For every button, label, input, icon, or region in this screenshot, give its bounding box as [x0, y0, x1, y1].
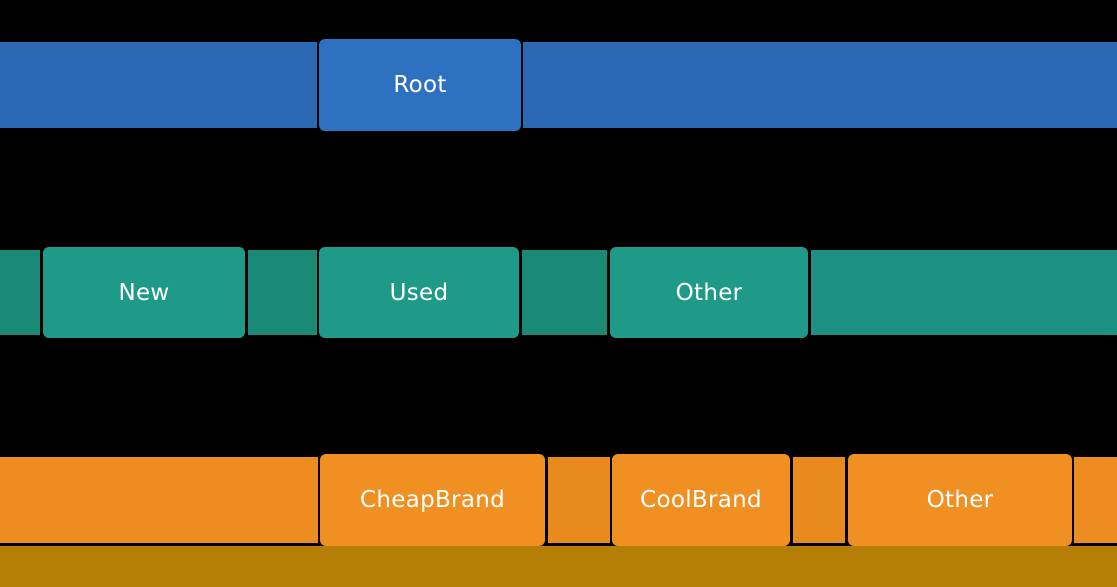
- level1-bar-segment: [0, 250, 40, 335]
- node-label: CoolBrand: [640, 487, 762, 513]
- node-other-level2[interactable]: Other: [848, 454, 1072, 546]
- level0-bar-segment: [0, 42, 317, 128]
- node-label: Other: [926, 487, 994, 513]
- node-coolbrand-level2[interactable]: CoolBrand: [612, 454, 790, 546]
- level2-bar-segment: [793, 457, 845, 543]
- node-label: Other: [675, 279, 743, 306]
- node-new-level1[interactable]: New: [43, 247, 245, 338]
- level1-bar-segment: [248, 250, 317, 335]
- node-label: CheapBrand: [360, 487, 505, 513]
- level1-bar-segment: [811, 250, 1117, 335]
- node-other-level1[interactable]: Other: [610, 247, 808, 338]
- node-cheapbrand-level2[interactable]: CheapBrand: [320, 454, 545, 546]
- node-label: New: [118, 279, 170, 306]
- level1-bar-segment: [522, 250, 607, 335]
- level2-bar-segment: [1074, 457, 1117, 543]
- node-root-level0[interactable]: Root: [319, 39, 521, 131]
- level0-bar-segment: [523, 42, 1117, 128]
- level2-bar-segment: [548, 457, 610, 543]
- node-label: Root: [393, 72, 447, 98]
- node-used-level1[interactable]: Used: [319, 247, 519, 338]
- level2-bar-segment: [0, 457, 318, 543]
- node-label: Used: [389, 279, 449, 306]
- level3-bar-segment: [0, 546, 1117, 587]
